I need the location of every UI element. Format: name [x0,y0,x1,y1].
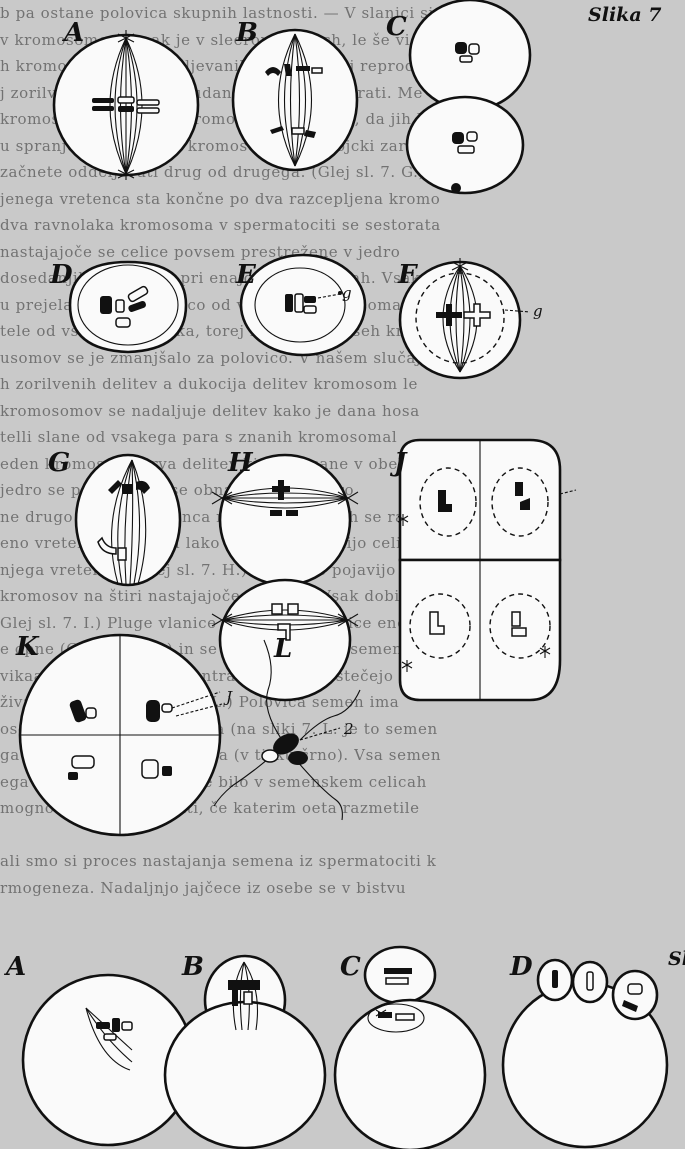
label-d-top: D [50,262,73,288]
label-a-top: A [64,20,84,46]
cell-d-top [70,262,186,352]
annotation-e: g [342,284,352,302]
figure-title: Slika 7 [588,4,661,26]
cell-b-bottom [165,956,325,1148]
cell-g-top [76,455,180,585]
label-f-top: F [398,262,416,288]
cell-f-top [400,258,530,378]
label-e-top: E [236,262,256,288]
cell-e-top [241,255,365,355]
label-c-bottom: C [340,954,361,980]
label-b-top: B [236,20,258,46]
label-g-top: G [48,450,70,476]
label-d-bottom: D [510,954,533,980]
cell-b-top [233,30,357,170]
figure-title-bottom: Sl [668,948,685,970]
annotation-k: J [226,688,232,706]
cell-k-top [20,635,222,835]
label-a-bottom: A [6,954,26,980]
annotation-l: 2 [344,720,354,738]
cell-j-top [398,440,576,700]
cell-d-bottom [503,960,667,1147]
label-h-top: H [228,450,253,476]
label-b-bottom: B [182,954,204,980]
label-j-top: J [394,450,406,476]
annotation-f: g [533,302,543,320]
cell-a-top [54,30,198,180]
label-k-top: K [16,634,39,660]
label-l-top: L [274,636,292,662]
cell-c-top [407,0,530,193]
label-c-top: C [386,14,407,40]
